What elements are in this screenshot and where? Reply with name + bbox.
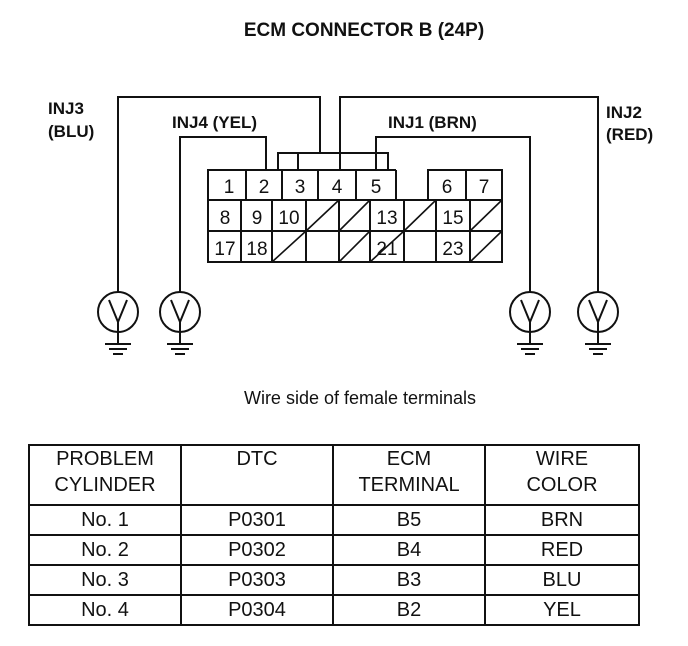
empty-cavity-slash [338, 199, 371, 232]
cell-wire-color: YEL [484, 594, 640, 626]
diagram-caption: Wire side of female terminals [244, 388, 476, 408]
connector-outline-right [340, 169, 503, 263]
pin-label: 15 [442, 208, 463, 229]
header-line: TERMINAL [358, 474, 460, 496]
header-line: CYLINDER [54, 474, 156, 496]
inj2-label: INJ2 [606, 103, 642, 122]
cell-wire-color: BRN [484, 504, 640, 536]
header-line: DTC [236, 448, 278, 470]
pin-label: 4 [332, 177, 343, 198]
pin-label: 9 [252, 208, 263, 229]
header-line: COLOR [526, 474, 598, 496]
wire-ecm-cross [277, 152, 389, 170]
empty-cavity-slash [305, 199, 340, 232]
injector-inj3-icon [97, 291, 139, 355]
wire-inj2 [339, 96, 599, 292]
cell-dtc: P0304 [180, 594, 334, 626]
inj4-label: INJ4 (YEL) [172, 113, 257, 132]
cell-cylinder: No. 1 [28, 504, 182, 536]
pin-label: 1 [224, 177, 235, 198]
empty-cavity-slash [338, 230, 371, 263]
cell-terminal: B5 [332, 504, 486, 536]
pin-label: 7 [479, 177, 490, 198]
cell-dtc: P0301 [180, 504, 334, 536]
cell-wire-color: BLU [484, 564, 640, 596]
table-header-row: PROBLEM CYLINDER DTC ECM TERMINAL WIRE C… [28, 444, 640, 506]
empty-cavity-slash [271, 230, 307, 263]
injector-inj4-icon [159, 291, 201, 355]
cell-dtc: P0303 [180, 564, 334, 596]
cell-terminal: B2 [332, 594, 486, 626]
injector-inj2-icon [577, 291, 619, 355]
empty-cavity-slash [469, 199, 503, 232]
header-ecm-terminal: ECM TERMINAL [332, 444, 486, 506]
pin-label: 3 [295, 177, 306, 198]
wiring [117, 96, 599, 292]
pin-label: 21 [376, 239, 397, 260]
inj1-label: INJ1 (BRN) [388, 113, 477, 132]
header-line: ECM [386, 448, 432, 470]
cell-dtc: P0302 [180, 534, 334, 566]
dtc-table: PROBLEM CYLINDER DTC ECM TERMINAL WIRE C… [28, 444, 640, 626]
inj2-wire-label: (RED) [606, 125, 653, 144]
table-row: No. 1 P0301 B5 BRN [28, 504, 640, 536]
cell-cylinder: No. 3 [28, 564, 182, 596]
inj3-label: INJ3 [48, 99, 84, 118]
pin-label: 23 [442, 239, 463, 260]
cell-cylinder: No. 4 [28, 594, 182, 626]
pin-label: 8 [220, 208, 231, 229]
injector-inj1-icon [509, 291, 551, 355]
table-row: No. 4 P0304 B2 YEL [28, 594, 640, 626]
header-dtc: DTC [180, 444, 334, 506]
cell-wire-color: RED [484, 534, 640, 566]
connector-diagram: ECM CONNECTOR B (24P) INJ3 (BLU) INJ4 (Y… [48, 20, 653, 408]
header-line: PROBLEM [56, 448, 154, 470]
pin-label: 2 [259, 177, 270, 198]
cell-terminal: B3 [332, 564, 486, 596]
ecm-connector-b: 1 2 3 4 5 6 7 8 9 10 13 15 17 18 21 23 [207, 169, 503, 263]
empty-cavity-slash [403, 199, 437, 232]
header-problem-cylinder: PROBLEM CYLINDER [28, 444, 182, 506]
pin-label: 10 [278, 208, 299, 229]
header-wire-color: WIRE COLOR [484, 444, 640, 506]
pin-label: 5 [371, 177, 382, 198]
table-row: No. 3 P0303 B3 BLU [28, 564, 640, 596]
cell-terminal: B4 [332, 534, 486, 566]
empty-cavity-slash [369, 230, 405, 263]
cell-cylinder: No. 2 [28, 534, 182, 566]
inj3-wire-label: (BLU) [48, 122, 94, 141]
table-row: No. 2 P0302 B4 RED [28, 534, 640, 566]
empty-cavity-slash [469, 230, 503, 263]
connector-outline-left [207, 169, 396, 263]
pin-label: 6 [442, 177, 453, 198]
pin-label: 18 [246, 239, 267, 260]
header-line: WIRE [535, 448, 589, 470]
wire-inj3 [117, 96, 321, 292]
wire-inj4 [179, 136, 267, 292]
pin-label: 13 [376, 208, 397, 229]
diagram-title: ECM CONNECTOR B (24P) [244, 20, 484, 41]
pin-label: 17 [214, 239, 235, 260]
